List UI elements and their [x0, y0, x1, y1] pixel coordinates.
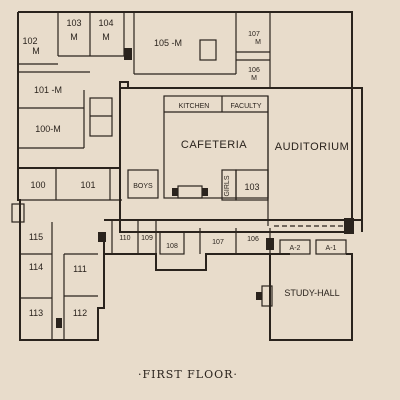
label-113: 113 [29, 308, 43, 318]
label-auditorium: AUDITORIUM [275, 141, 349, 153]
label-106-top-unit: M [251, 75, 257, 82]
room-108-box [159, 231, 185, 255]
label-100: 100 [30, 180, 45, 190]
south-corridor-bottom [104, 253, 290, 271]
label-100m: 100-M [35, 124, 61, 134]
label-101: 101 [80, 180, 95, 190]
label-110: 110 [119, 235, 130, 242]
label-114: 114 [29, 262, 43, 272]
south-pillar-a [266, 238, 274, 250]
closet-105 [199, 39, 217, 61]
plan-title: ·FIRST FLOOR· [138, 368, 238, 381]
cafe-pillar-b [202, 188, 208, 196]
label-104-unit: M [102, 32, 110, 42]
label-103-top-unit: M [70, 32, 78, 42]
a2-box [279, 239, 311, 255]
central-outline [119, 87, 353, 233]
study-hall-outline [269, 253, 353, 341]
outer-wall [17, 11, 353, 169]
a1-box [315, 239, 347, 255]
cafe-pillar-a [172, 188, 178, 196]
label-108: 108 [166, 243, 178, 250]
label-kitchen: KITCHEN [179, 103, 210, 110]
label-105: 105 -M [154, 38, 182, 48]
west-entry [11, 203, 25, 223]
cafeteria-stair [177, 185, 203, 199]
label-faculty: FACULTY [231, 103, 262, 110]
label-106: 106 [247, 236, 259, 243]
label-101m: 101 -M [34, 85, 62, 95]
label-112: 112 [73, 308, 87, 318]
label-a2: A-2 [290, 245, 301, 252]
label-115: 115 [29, 232, 43, 242]
north-pillar [124, 48, 132, 60]
label-107-top-unit: M [255, 39, 261, 46]
west-stair-mark [98, 232, 106, 242]
label-102: 102 [22, 36, 37, 46]
study-hall-mark [256, 292, 262, 300]
room-103-box [235, 169, 269, 201]
label-104: 104 [98, 18, 113, 28]
label-102-unit: M [32, 46, 40, 56]
label-103: 103 [244, 182, 259, 192]
label-boys: BOYS [133, 183, 153, 190]
label-106-top: 106 [248, 67, 260, 74]
south-pillar-b [344, 218, 354, 234]
label-103-top: 103 [66, 18, 81, 28]
label-109: 109 [141, 235, 153, 242]
auditorium-right-ext [352, 87, 363, 232]
stair-north [89, 97, 113, 137]
label-study-hall: STUDY-HALL [284, 288, 339, 298]
label-girls: GIRLS [224, 175, 231, 196]
label-111: 111 [73, 264, 87, 274]
label-cafeteria: CAFETERIA [181, 139, 247, 151]
label-107-top: 107 [248, 31, 260, 38]
west-pillar [56, 318, 62, 328]
label-a1: A-1 [326, 245, 337, 252]
label-107: 107 [212, 239, 224, 246]
boys-room [127, 169, 159, 199]
